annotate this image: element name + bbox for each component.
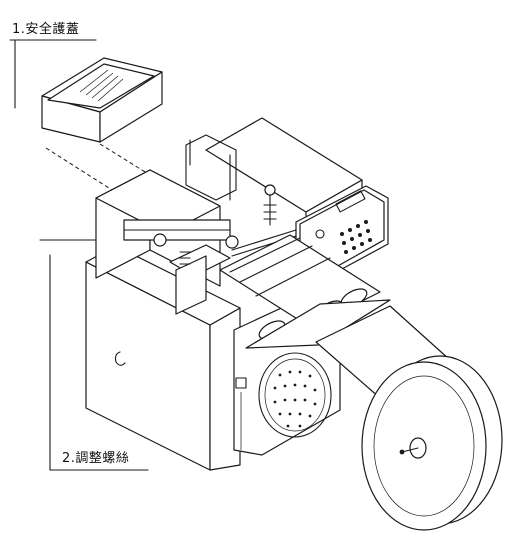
safety-cover-label: 1.安全護蓋 bbox=[12, 22, 80, 37]
tape-reel bbox=[361, 355, 503, 531]
safety-cover-leader bbox=[9, 39, 97, 109]
vent-holes bbox=[273, 370, 317, 428]
adjust-screw-label: 2.調整螺絲 bbox=[62, 451, 130, 466]
cutter-frame bbox=[95, 134, 297, 315]
safety-cover bbox=[41, 57, 163, 143]
